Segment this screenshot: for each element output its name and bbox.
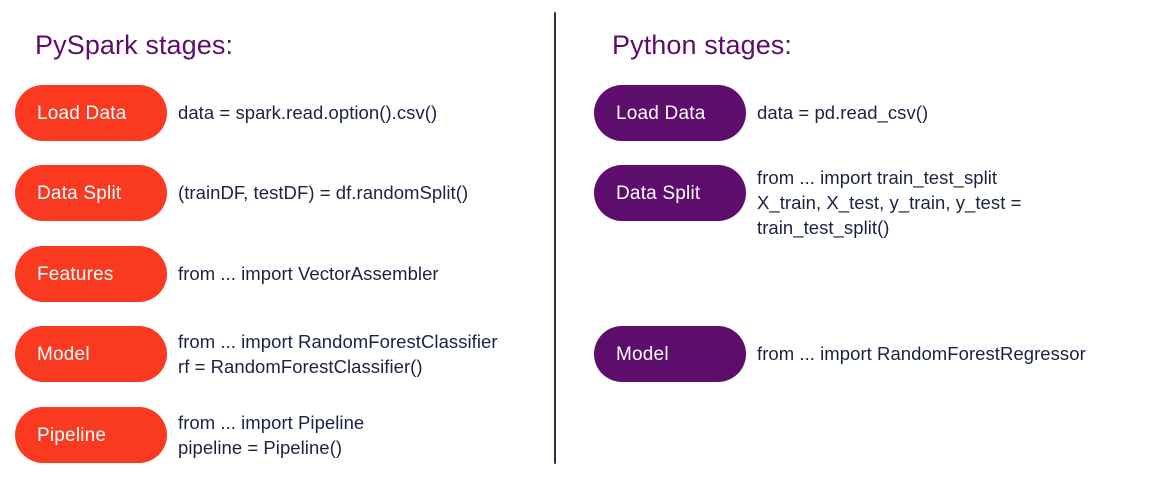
stage-pill-python-0[interactable]: Load Data [594, 85, 746, 141]
stage-code-block: from ... import RandomForestClassifier rf… [178, 329, 498, 379]
stage-code-line: train_test_split() [757, 217, 890, 238]
stage-pill-label: Data Split [37, 182, 122, 204]
stage-code-line: X_train, X_test, y_train, y_test = [757, 192, 1022, 213]
stage-code-line: from ... import train_test_split [757, 167, 998, 188]
stage-pill-label: Load Data [616, 102, 706, 124]
stage-pill-label: Model [616, 343, 669, 365]
stage-pill-python-1[interactable]: Data Split [594, 165, 746, 221]
stage-code-block: data = spark.read.option().csv() [178, 100, 437, 125]
stage-pill-pyspark-1[interactable]: Data Split [15, 165, 167, 221]
stage-pill-pyspark-3[interactable]: Model [15, 326, 167, 382]
stage-pill-label: Load Data [37, 102, 127, 124]
stage-code-block: (trainDF, testDF) = df.randomSplit() [178, 180, 468, 205]
stage-code-block: data = pd.read_csv() [757, 100, 928, 125]
stage-code-line: from ... import VectorAssembler [178, 263, 439, 284]
stage-code-line: data = pd.read_csv() [757, 102, 929, 123]
stage-code-line: rf = RandomForestClassifier() [178, 356, 423, 377]
stage-code-line: (trainDF, testDF) = df.randomSplit() [178, 182, 469, 203]
stage-row: Model from ... import RandomForestRegress… [594, 326, 1086, 382]
pyspark-column: PySpark stages: Load Data data = spark.re… [0, 0, 554, 477]
stage-code-line: from ... import RandomForestRegressor [757, 343, 1086, 364]
stage-pill-pyspark-4[interactable]: Pipeline [15, 407, 167, 463]
stage-code-line: data = spark.read.option().csv() [178, 102, 438, 123]
python-column-heading: Python stages: [612, 30, 793, 60]
stage-pill-label: Data Split [616, 182, 701, 204]
stage-pill-label: Model [37, 343, 90, 365]
stage-pill-pyspark-0[interactable]: Load Data [15, 85, 167, 141]
stage-pill-python-2[interactable]: Model [594, 326, 746, 382]
stage-row: Pipeline from ... import Pipeline pipeline… [15, 407, 364, 463]
stage-pill-label: Pipeline [37, 424, 107, 446]
stage-code-block: from ... import RandomForestRegressor [757, 341, 1086, 366]
stage-row: Model from ... import RandomForestClassif… [15, 326, 498, 382]
column-divider [554, 12, 556, 464]
stage-row: Load Data data = spark.read.option().csv(… [15, 85, 437, 141]
stage-code-line: pipeline = Pipeline() [178, 437, 343, 458]
stage-row: Features from ... import VectorAssembler [15, 246, 439, 302]
pyspark-column-heading: PySpark stages: [35, 30, 234, 60]
stage-row: Data Split (trainDF, testDF) = df.randomS… [15, 165, 468, 221]
stage-code-block: from ... import Pipeline pipeline = Pipel… [178, 410, 364, 460]
stage-code-line: from ... import RandomForestClassifier [178, 331, 498, 352]
python-column: Python stages: Load Data data = pd.read_c… [556, 0, 1149, 477]
stage-pill-label: Features [37, 263, 114, 285]
stage-code-block: from ... import VectorAssembler [178, 261, 439, 286]
stage-code-line: from ... import Pipeline [178, 412, 365, 433]
stage-row: Load Data data = pd.read_csv() [594, 85, 928, 141]
stage-row: Data Split from ... import train_test_spl… [594, 165, 1021, 240]
stage-pill-pyspark-2[interactable]: Features [15, 246, 167, 302]
